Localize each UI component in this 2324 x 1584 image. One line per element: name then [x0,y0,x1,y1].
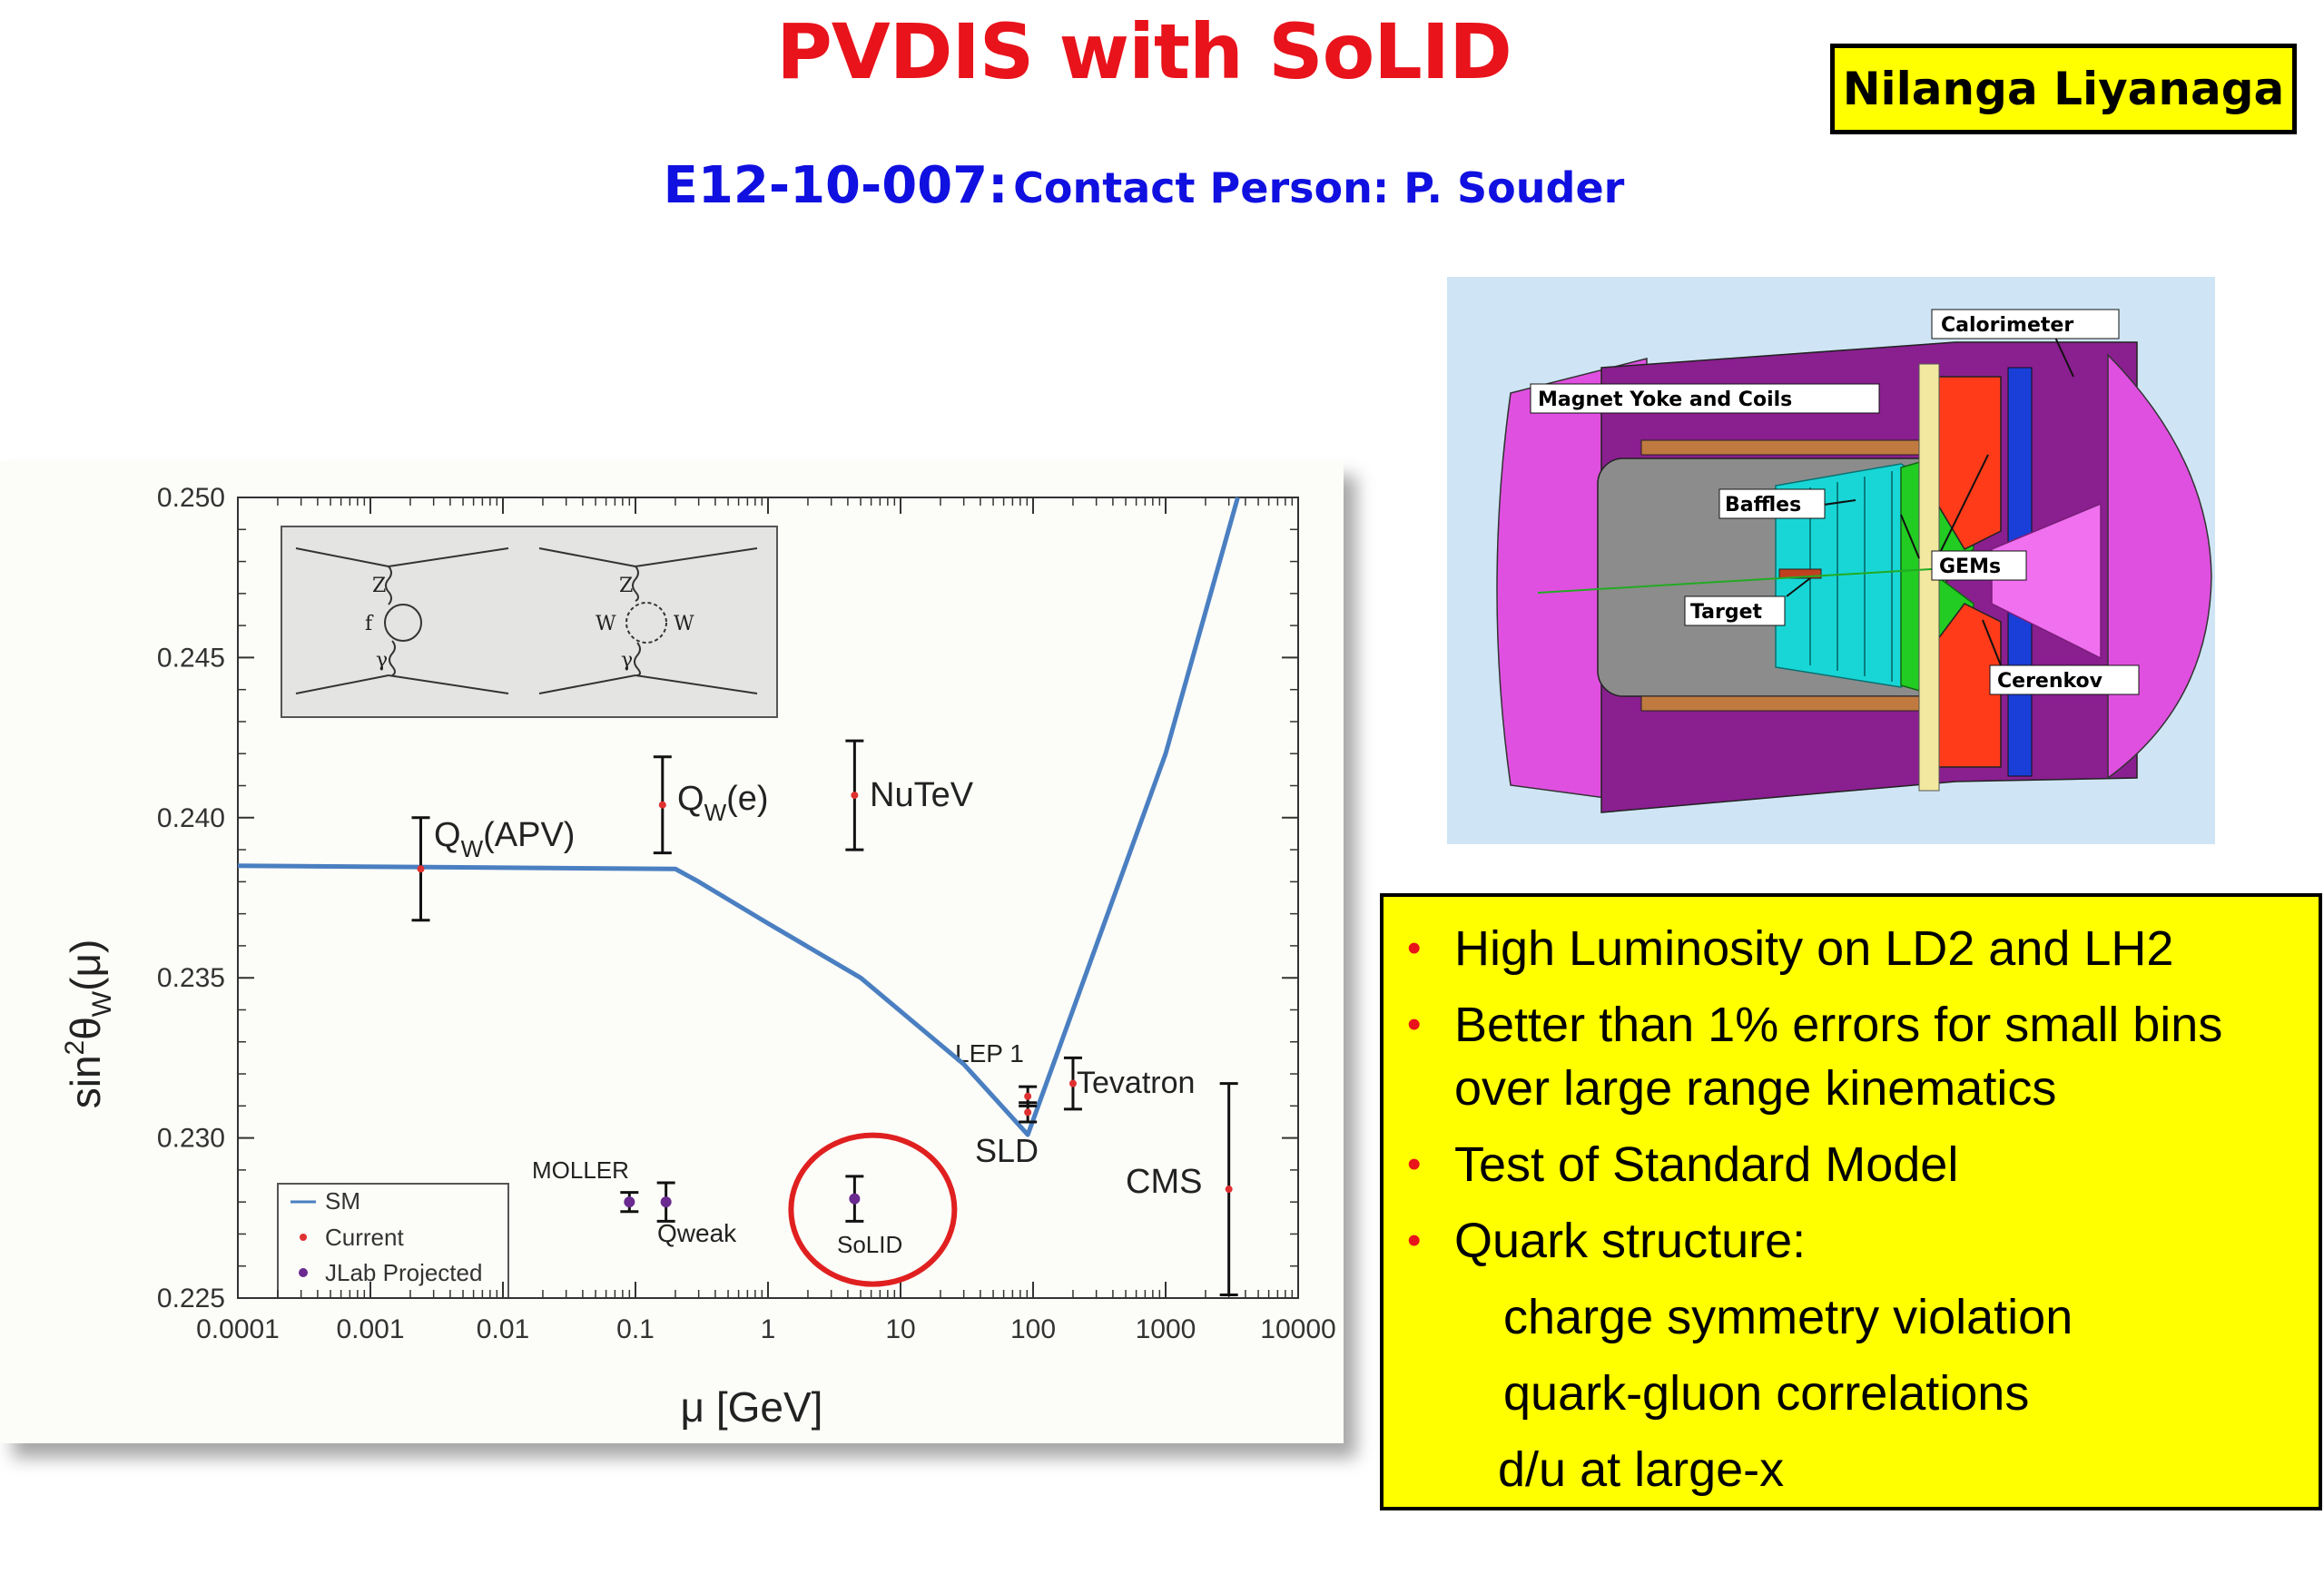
feynman-inset: Z f γ Z W W γ [281,526,778,718]
plot-layer: 0.0001 0.001 0.01 0.1 1 10 100 1000 10000 0.225 0.… [157,483,1336,1344]
x-tick-label: 0.01 [477,1314,529,1344]
inset-right-w-right: W [674,613,694,635]
bullet-item: •High Luminosity on LD2 and LH2 [1402,917,2300,980]
label-calorimeter: Calorimeter [1941,314,2073,337]
author-box: Nilanga Liyanaga [1830,44,2297,134]
x-tick-label: 0.001 [336,1314,404,1344]
label-magnet: Magnet Yoke and Coils [1538,389,1792,411]
projected-point-moller [624,1196,635,1208]
y-tick-label: 0.235 [157,963,225,993]
calorimeter-bottom [1936,603,2002,768]
target-cell [1778,568,1822,579]
detector-labels: Calorimeter Magnet Yoke and Coils Baffle… [1530,309,2140,695]
inset-left-z: Z [372,575,386,597]
current-point-cms [1225,1186,1233,1194]
x-tick-label: 10 [885,1314,915,1344]
legend-current: Current [325,1224,404,1251]
label-solid: SoLID [837,1231,902,1258]
x-tick-label: 100 [1010,1314,1056,1344]
inset-right-z: Z [619,575,633,597]
y-tick-label: 0.230 [157,1124,225,1154]
projected-point-solid [849,1193,861,1205]
y-tick-label: 0.225 [157,1284,225,1313]
label-gems: GEMs [1939,556,2001,578]
sub-bullet: quark-gluon correlations [1503,1366,2030,1421]
slide-subtitle: E12-10-007: Contact Person: P. Souder [0,156,2288,215]
bullet-dot-icon: • [1407,1142,1422,1186]
feynman-diagram-w-loop [538,547,758,694]
solid-detector-diagram: Calorimeter Magnet Yoke and Coils Baffle… [1447,277,2215,844]
x-tick-label: 1 [761,1314,776,1344]
label-qwe: QW(e) [677,780,769,826]
weak-mixing-angle-chart: Z f γ Z W W γ μ [GeV] sin2θW(μ) [0,461,1344,1443]
x-tick-label: 1000 [1136,1314,1196,1344]
svg-text:sin2θW(μ): sin2θW(μ) [60,940,117,1109]
beamline [1537,565,1993,594]
coil-top [1640,439,1947,456]
y-tick-label: 0.240 [157,803,225,833]
cerenkov-cone [1991,502,2102,660]
sub-bullet: d/u at large-x [1498,1442,1785,1497]
label-tevatron: Tevatron [1077,1066,1195,1100]
inset-right-gamma: γ [621,649,633,672]
current-point-sld [1024,1108,1032,1117]
legend-projected: JLab Projected [325,1259,482,1286]
solid-highlight-circle [788,1132,958,1287]
sm-curve [237,497,1240,1137]
inset-right-w-left: W [596,613,616,635]
current-point-nutev [851,792,859,800]
label-moller: MOLLER [532,1156,629,1184]
highlights-box: •High Luminosity on LD2 and LH2 •Better … [1380,893,2322,1510]
label-nutev: NuTeV [870,776,974,814]
x-tick-label: 10000 [1260,1314,1335,1344]
label-lep1: LEP 1 [955,1039,1024,1067]
highlights-list: •High Luminosity on LD2 and LH2 •Better … [1402,917,2300,1273]
y-tick-label: 0.250 [157,483,225,513]
inset-left-gamma: γ [376,649,388,672]
inset-left-f: f [365,613,374,635]
feynman-diagram-fermion-loop [295,547,509,694]
slide-title: PVDIS with SoLID [776,7,1512,96]
label-sld: SLD [975,1132,1039,1169]
bullet-item: •Better than 1% errors for small bins ov… [1402,993,2300,1120]
label-apv: QW(APV) [434,816,575,862]
current-point-apv [417,865,425,873]
bullet-dot-icon: • [1407,1218,1422,1263]
y-tick-label: 0.245 [157,643,225,673]
label-cms: CMS [1126,1163,1202,1201]
coil-bottom [1640,695,1947,712]
bullet-item: •Quark structure: [1402,1209,2300,1273]
x-tick-label: 0.1 [616,1314,655,1344]
y-axis-label: sin2θW(μ) [60,940,117,1109]
label-cerenkov: Cerenkov [1997,670,2103,693]
contact-person: Contact Person: P. Souder [1013,163,1625,212]
x-axis-label: μ [GeV] [681,1383,823,1431]
chart-legend: SM Current JLab Projected [277,1183,509,1299]
experiment-number: E12-10-007: [663,156,1009,215]
label-baffles: Baffles [1725,494,1801,517]
sub-bullet: charge symmetry violation [1503,1290,2073,1344]
current-point-e [658,801,666,809]
current-point-tevatron [1068,1079,1077,1087]
bullet-item: •Test of Standard Model [1402,1133,2300,1196]
bullet-dot-icon: • [1407,1002,1422,1047]
current-point-lep-1 [1024,1092,1032,1100]
x-tick-label: 0.0001 [196,1314,280,1344]
label-target: Target [1690,601,1763,624]
bullet-dot-icon: • [1407,926,1422,970]
projected-point-qweak [660,1196,672,1208]
label-qweak: Qweak [657,1219,737,1247]
legend-sm: SM [325,1187,360,1215]
chart-svg: Z f γ Z W W γ μ [GeV] sin2θW(μ) [60,483,1336,1431]
